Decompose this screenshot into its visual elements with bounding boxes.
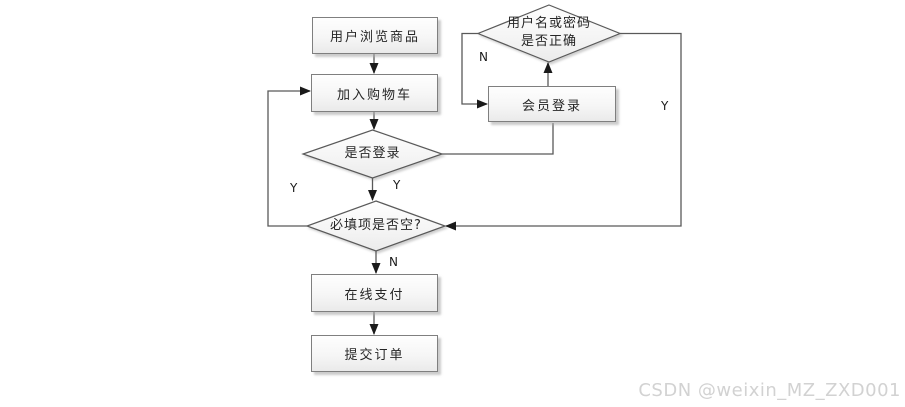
branch-label-credentials-yes: Y (661, 99, 669, 113)
csdn-watermark: CSDN @weixin_MZ_ZXD001 (638, 380, 901, 401)
edge-login-check-to-member-login (442, 123, 554, 155)
node-member-login: 会员登录 (488, 86, 616, 122)
node-browse-products: 用户浏览商品 (312, 17, 438, 54)
node-submit-order: 提交订单 (311, 335, 438, 372)
edge-credentials-no-to-member-login (461, 32, 488, 109)
required-check-diamond (305, 200, 447, 252)
node-add-to-cart-label: 加入购物车 (336, 87, 412, 103)
node-submit-order-label: 提交订单 (344, 348, 405, 363)
edge-required-loop-to-cart (267, 86, 311, 227)
node-member-login-label: 会员登录 (521, 98, 582, 114)
credentials-check-diamond (476, 4, 622, 63)
login-check-diamond (301, 129, 444, 179)
node-online-pay-label: 在线支付 (344, 287, 405, 303)
edge-credentials-yes-to-required-check (445, 32, 682, 231)
node-online-pay: 在线支付 (311, 274, 438, 312)
branch-label-required-no: N (389, 255, 398, 269)
node-add-to-cart: 加入购物车 (311, 74, 438, 112)
node-browse-products-label: 用户浏览商品 (329, 30, 420, 45)
branch-label-required-loop-yes: Y (290, 181, 298, 195)
branch-label-login-yes: Y (393, 178, 401, 192)
branch-label-credentials-no: N (479, 50, 488, 64)
